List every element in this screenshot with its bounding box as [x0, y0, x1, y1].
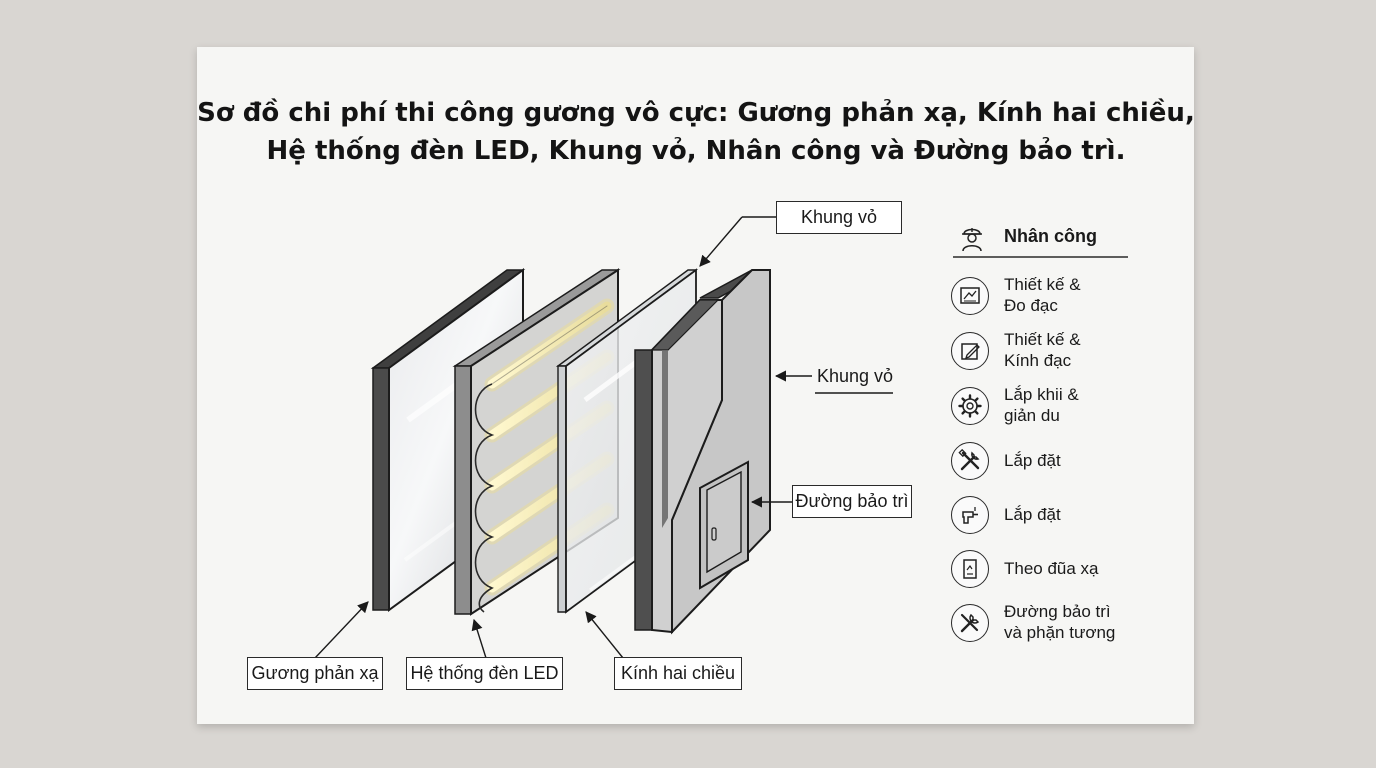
- callout-frame-side: Khung vỏ: [817, 366, 894, 386]
- callout-arrows: [314, 216, 893, 659]
- diagram-title: Sơ đồ chi phí thi công gương vô cực: Gươ…: [0, 94, 1376, 170]
- frame-housing: [634, 269, 771, 635]
- worker-helmet-icon: [962, 228, 982, 252]
- design-edit-icon: [961, 343, 980, 360]
- legend-item-assembly: Lắp khii & giản du: [951, 385, 1191, 433]
- gear-icon: [958, 394, 982, 418]
- blueprint-icon: [960, 287, 980, 304]
- legend-title: Nhân công: [1004, 226, 1097, 246]
- wrench-screwdriver-icon: [960, 613, 980, 633]
- legend-item-tracking: Theo đũa xạ: [951, 550, 1191, 596]
- callout-glass: Kính hai chiều: [614, 657, 742, 690]
- legend-item-install-2: Lắp đặt: [951, 496, 1191, 542]
- callout-mirror: Gương phản xạ: [247, 657, 383, 690]
- title-line-1: Sơ đồ chi phí thi công gương vô cực: Gươ…: [197, 98, 1195, 128]
- legend-item-install-1: Lắp đặt: [951, 442, 1191, 488]
- callout-maintenance: Đường bảo trì: [792, 485, 912, 518]
- maintenance-door: [699, 460, 749, 590]
- drill-icon: [962, 507, 978, 524]
- legend-item-maintenance: Đường bảo trì và phặn tương: [951, 602, 1191, 650]
- legend-item-design-measure: Thiết kế & Đo đạc: [951, 275, 1191, 323]
- document-icon: [963, 559, 977, 579]
- title-line-2: Hệ thống đèn LED, Khung vỏ, Nhân công và…: [266, 136, 1126, 166]
- callout-frame-top: Khung vỏ: [776, 201, 902, 234]
- callout-led: Hệ thống đèn LED: [406, 657, 563, 690]
- tools-cross-icon: [958, 448, 980, 471]
- legend-item-design-glass: Thiết kế & Kính đạc: [951, 330, 1191, 378]
